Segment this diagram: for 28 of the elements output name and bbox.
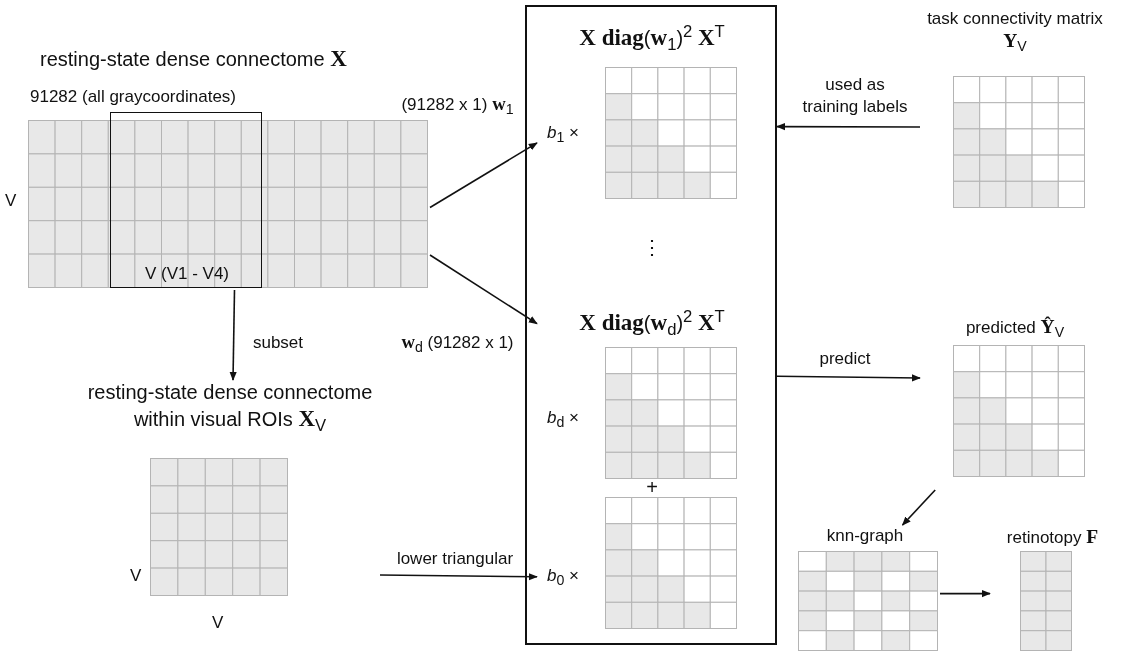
matrix-title: retinotopy F (1006, 528, 1099, 547)
plus-sign: + (646, 476, 658, 498)
arrow (901, 489, 936, 526)
column-label: 91282 (all graycoordinates) (30, 87, 236, 106)
formula-title: X diag(w$_{d}$)$^{2}$ X$^{T}$ (579, 311, 725, 334)
row-label: V (5, 191, 17, 210)
arrow (229, 289, 237, 381)
matrix-title: knn-graph (826, 526, 904, 545)
formula-title: X diag(w$_{1}$)$^{2}$ X$^{T}$ (579, 26, 725, 49)
matrix-title: predicted Ŷ$_{V}$ (965, 318, 1065, 337)
region-label: V (V1 - V4) (144, 264, 230, 283)
matrix-title: resting-state dense connectome X (40, 48, 347, 70)
ellipsis-text: ⋮ (642, 236, 662, 258)
coefficient-label: b$_{d}$ × (547, 408, 579, 427)
matrix-title: task connectivity matrix Y$_{V}$ (927, 9, 1103, 52)
arrow (429, 142, 538, 209)
arrow (776, 123, 921, 131)
matrix-title: resting-state dense connectome within visual ROIs X$_{V}$ (87, 381, 373, 430)
coefficient-label: b$_{1}$ × (547, 123, 579, 142)
row-label: V (130, 566, 142, 585)
arrow (939, 590, 991, 598)
arrow (379, 573, 538, 581)
coefficient-label: b$_{0}$ × (547, 566, 579, 585)
frame-box (525, 5, 777, 645)
arrow (776, 374, 921, 382)
column-label: V (212, 613, 224, 632)
highlight-box (110, 112, 262, 288)
arrow (429, 254, 538, 325)
